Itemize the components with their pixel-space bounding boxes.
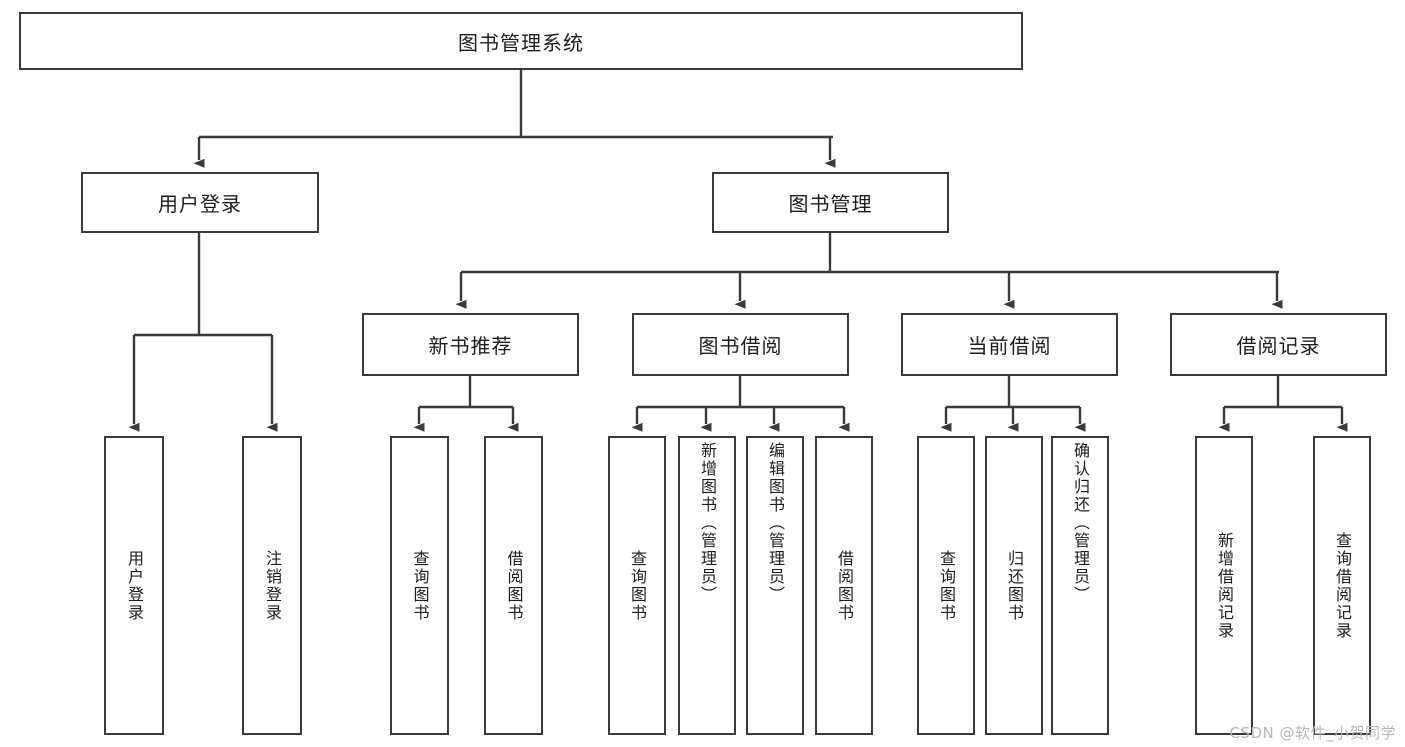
leaf-node-label: 查询图书	[628, 549, 647, 622]
leaf-node[interactable]: 新增借阅记录	[1195, 436, 1253, 735]
leaf-node-label: 查询图书	[410, 549, 430, 622]
leaf-node[interactable]: 借阅图书	[484, 436, 543, 735]
leaf-node[interactable]: 查询图书	[917, 436, 975, 735]
leaf-node[interactable]: 借阅图书	[815, 436, 873, 735]
leaf-node[interactable]: 编辑图书（管理员）	[746, 436, 804, 735]
leaf-node-label: 归还图书	[1005, 549, 1024, 622]
leaf-node-label: 新增图书（管理员）	[698, 442, 717, 604]
node-borrow-record[interactable]: 借阅记录	[1170, 313, 1387, 376]
leaf-node[interactable]: 新增图书（管理员）	[678, 436, 736, 735]
leaf-node[interactable]: 查询图书	[608, 436, 666, 735]
node-current-borrow-label: 当前借阅	[967, 334, 1052, 358]
node-current-borrow[interactable]: 当前借阅	[901, 313, 1118, 376]
leaf-node-label: 编辑图书（管理员）	[766, 442, 785, 604]
leaf-node-label: 查询图书	[937, 549, 956, 622]
leaf-node-label: 注销登录	[263, 549, 282, 622]
leaf-node-label: 新增借阅记录	[1215, 531, 1234, 640]
node-root-label: 图书管理系统	[458, 30, 584, 55]
leaf-node-label: 借阅图书	[504, 549, 524, 622]
node-new-book-recommend[interactable]: 新书推荐	[362, 313, 579, 376]
csdn-watermark: CSDN @软件_小贺同学	[1229, 724, 1396, 742]
node-root[interactable]: 图书管理系统	[19, 12, 1023, 70]
node-borrow-record-label: 借阅记录	[1236, 334, 1321, 358]
leaf-node[interactable]: 查询借阅记录	[1313, 436, 1371, 735]
leaf-node-label: 借阅图书	[835, 549, 854, 622]
leaf-node[interactable]: 用户登录	[104, 436, 164, 735]
node-user-login[interactable]: 用户登录	[81, 172, 319, 233]
node-book-borrow[interactable]: 图书借阅	[632, 313, 849, 376]
node-book-management[interactable]: 图书管理	[712, 172, 949, 233]
node-new-book-recommend-label: 新书推荐	[428, 334, 513, 358]
leaf-node[interactable]: 归还图书	[985, 436, 1043, 735]
node-book-borrow-label: 图书借阅	[698, 334, 783, 358]
leaf-node[interactable]: 确认归还（管理员）	[1051, 436, 1109, 735]
node-user-login-label: 用户登录	[158, 192, 242, 216]
leaf-node-label: 用户登录	[125, 549, 144, 622]
leaf-node[interactable]: 注销登录	[242, 436, 302, 735]
node-book-management-label: 图书管理	[788, 192, 873, 216]
leaf-node[interactable]: 查询图书	[390, 436, 449, 735]
leaf-node-label: 确认归还（管理员）	[1071, 442, 1090, 604]
leaf-node-label: 查询借阅记录	[1333, 531, 1352, 640]
